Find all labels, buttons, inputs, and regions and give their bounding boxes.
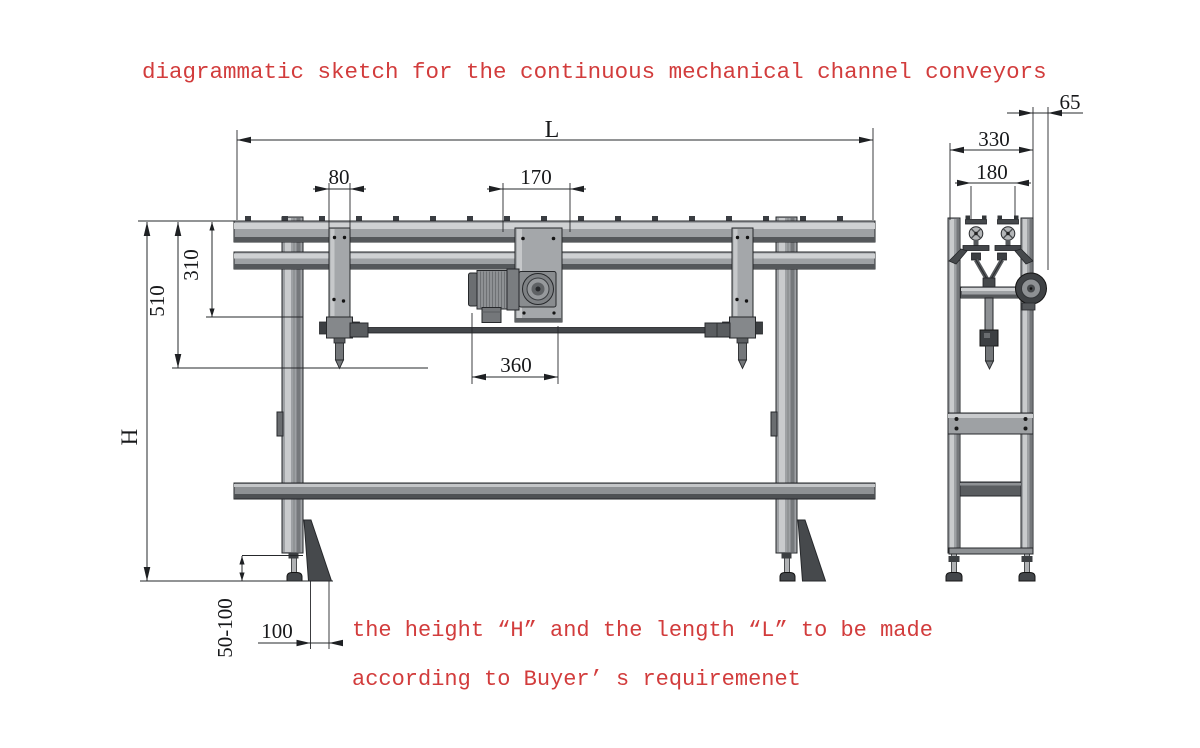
note-line-2: according to Buyer’ s requiremenet: [352, 667, 801, 692]
right-adjustable-foot: [779, 552, 796, 582]
dim-overall-height-H: H: [117, 222, 151, 581]
right-support-post: [770, 216, 798, 554]
dim-hook-drop-510: 510: [145, 222, 428, 369]
hanger-hook: [333, 337, 346, 370]
dim-label-50-100: 50-100: [213, 598, 237, 658]
dim-label-360: 360: [500, 353, 532, 377]
trolley-track-left: [962, 215, 990, 251]
post-latch-tab: [770, 411, 778, 437]
rail-gusset-left: [948, 248, 968, 265]
front-view: [140, 216, 876, 582]
dim-foot-range-50-100: 50-100: [213, 555, 303, 658]
side-bolted-plate: [947, 412, 1034, 435]
dim-label-65: 65: [1060, 90, 1081, 114]
side-hanger-hook: [979, 329, 999, 371]
side-dark-bar: [959, 481, 1022, 497]
trolley-track-right: [994, 215, 1022, 251]
dim-label-L: L: [545, 117, 560, 143]
v-hanger-tongs: [971, 252, 1007, 288]
left-brace-wedge: [303, 519, 333, 582]
dim-label-180: 180: [976, 160, 1008, 184]
dim-wheel-offset-65: 65: [1007, 90, 1083, 270]
right-hanger-carriage: [722, 227, 763, 370]
dimension-annotations: L 80 170 H 510: [117, 90, 1083, 658]
left-adjustable-foot: [286, 552, 303, 582]
gear-motor: [468, 268, 557, 323]
side-view: [945, 215, 1047, 582]
post-latch-tab: [276, 411, 284, 437]
right-brace-wedge: [797, 519, 827, 582]
side-left-foot: [945, 553, 963, 582]
dim-drive-unit-360: 360: [471, 313, 559, 384]
drawing-title: diagrammatic sketch for the continuous m…: [142, 59, 1047, 85]
side-right-post: [1020, 217, 1034, 554]
side-bottom-bar: [948, 547, 1034, 555]
dim-label-100: 100: [261, 619, 293, 643]
hanger-hook: [736, 337, 749, 370]
dim-label-H: H: [117, 429, 142, 446]
dim-frame-width-330: 330: [949, 127, 1034, 220]
drive-unit: [468, 227, 563, 323]
dim-label-170: 170: [520, 165, 552, 189]
left-hanger-carriage: [319, 227, 360, 370]
dim-coupling-drop-310: 310: [179, 222, 303, 318]
dim-overall-length-L: L: [236, 117, 874, 220]
rod-coupling-left: [349, 322, 369, 338]
side-drive-wheel: [1015, 272, 1047, 311]
dim-label-80: 80: [329, 165, 350, 189]
connecting-rod: [349, 322, 731, 338]
dim-label-330: 330: [978, 127, 1010, 151]
side-cross-bar: [960, 286, 1022, 299]
dim-drive-bracket-170: 170: [487, 165, 586, 232]
dim-label-310: 310: [179, 249, 203, 281]
side-right-foot: [1018, 553, 1036, 582]
dim-label-510: 510: [145, 285, 169, 317]
lower-cross-beam: [233, 482, 876, 500]
rail-gusset-right: [1014, 248, 1034, 265]
hook-link-bar: [984, 297, 994, 331]
motor-junction-box: [481, 307, 502, 323]
note-line-1: the height “H” and the length “L” to be …: [352, 618, 933, 643]
side-left-post: [947, 217, 961, 554]
motor-cooling-fins: [480, 271, 505, 308]
dim-brace-offset-100: 100: [258, 581, 343, 649]
rod-coupling-right: [704, 322, 731, 338]
dim-track-spacing-180: 180: [955, 160, 1031, 219]
dim-hanger-width-80: 80: [313, 165, 366, 229]
